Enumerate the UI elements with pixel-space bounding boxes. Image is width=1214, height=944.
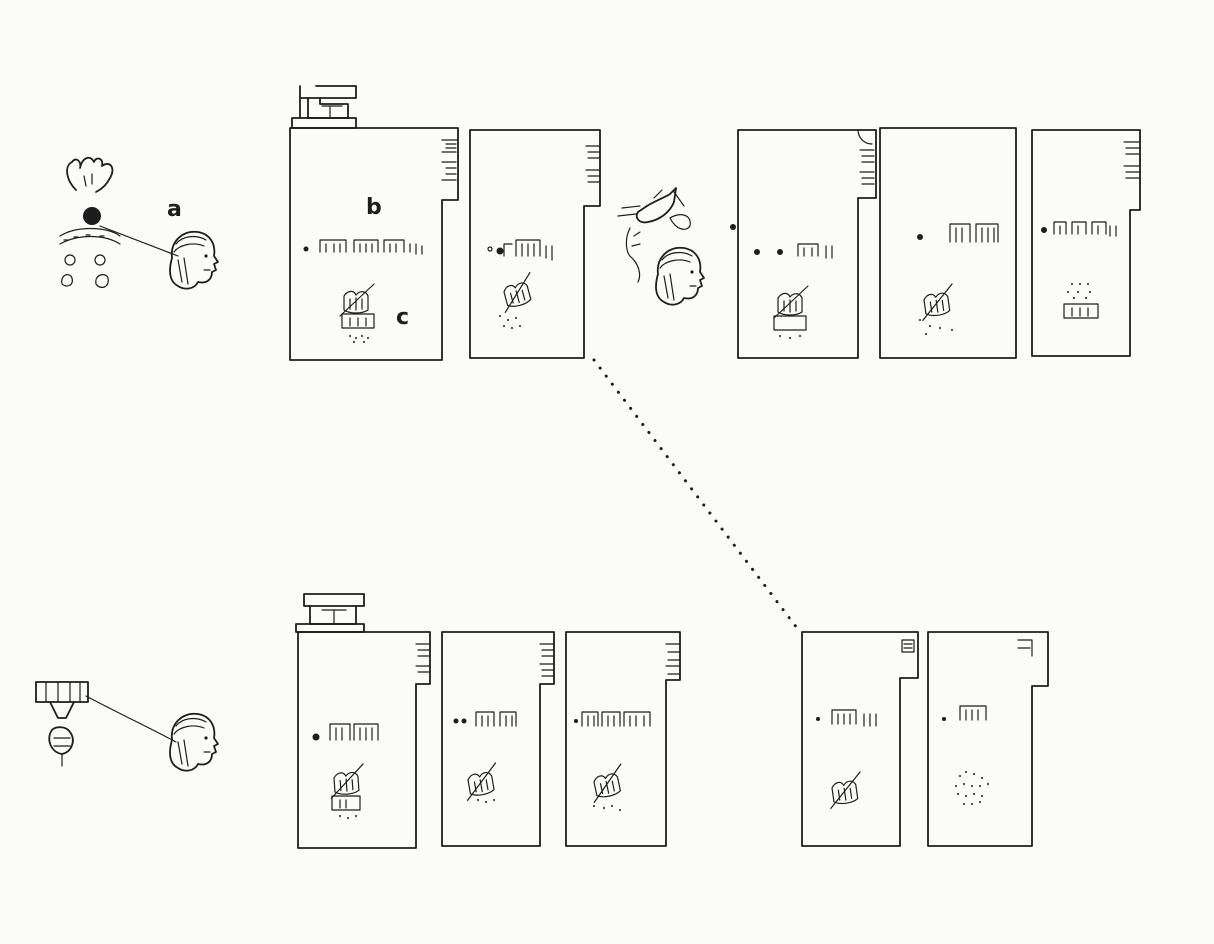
ruler-head-bottom xyxy=(170,714,218,771)
ruler-head-top xyxy=(170,232,218,289)
label-b: b xyxy=(366,195,382,220)
place-name-glyph xyxy=(60,158,120,288)
house-top-4 xyxy=(880,128,1016,358)
connector-line-bottom xyxy=(86,696,176,742)
label-a: a xyxy=(167,197,182,222)
house-bottom-3 xyxy=(566,632,680,846)
house-bottom-2 xyxy=(442,632,554,846)
house-top-1: b c xyxy=(290,128,458,360)
dotted-connector xyxy=(594,360,800,632)
house-bottom-1 xyxy=(298,632,430,848)
label-c: c xyxy=(396,305,409,330)
house-top-2 xyxy=(470,130,600,358)
temple-glyph-bottom xyxy=(296,594,364,632)
house-bottom-5 xyxy=(928,632,1048,846)
year-dot xyxy=(730,224,736,230)
house-top-3 xyxy=(738,130,876,358)
temple-glyph-top xyxy=(292,86,356,128)
place-name-glyph-bottom xyxy=(36,682,88,766)
connector-line-a xyxy=(100,226,178,256)
bird-glyph xyxy=(618,188,690,282)
ruler-head-top-2 xyxy=(656,248,704,305)
house-top-5 xyxy=(1032,130,1140,356)
house-bottom-4 xyxy=(802,632,918,846)
